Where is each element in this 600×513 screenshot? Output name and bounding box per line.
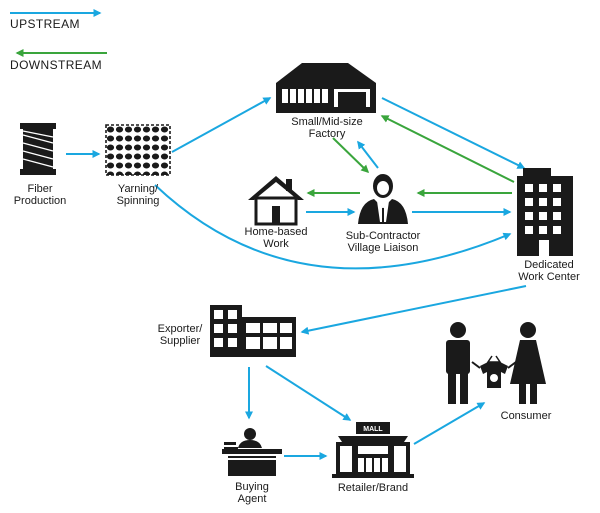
yarning-label-line1: Yarning/ bbox=[117, 183, 159, 195]
mall-sign: MALL bbox=[363, 426, 383, 433]
legend-downstream-label: DOWNSTREAM bbox=[10, 58, 102, 72]
fiber-label: Fiber Production bbox=[2, 183, 78, 207]
factory-icon bbox=[276, 63, 376, 113]
exporter-label: Exporter/ Supplier bbox=[148, 323, 212, 347]
home-label-line2: Work bbox=[263, 238, 289, 250]
retailer-label: Retailer/Brand bbox=[318, 482, 428, 494]
exporter-label-line1: Exporter/ bbox=[157, 323, 203, 335]
consumer-label: Consumer bbox=[484, 410, 568, 422]
fiber-label-line2: Production bbox=[13, 195, 67, 207]
arrow-subcontractor-to-factory bbox=[357, 140, 379, 169]
fiber-spool-icon bbox=[20, 123, 56, 175]
desk-agent-icon bbox=[222, 428, 282, 476]
arrow-yarning-to-factory bbox=[171, 97, 272, 153]
workcenter-label-line2: Work Center bbox=[518, 271, 580, 283]
subcontractor-label: Sub-Contractor Village Liaison bbox=[328, 230, 438, 254]
arrow-workcenter-to-exporter bbox=[300, 285, 527, 335]
buying-agent-label: Buying Agent bbox=[214, 481, 290, 505]
home-label-line1: Home-based bbox=[244, 226, 308, 238]
home-label: Home-based Work bbox=[230, 226, 322, 250]
office-building-icon bbox=[517, 168, 573, 256]
fabric-swatch-icon bbox=[105, 124, 171, 176]
arrow-factory-to-subcontractor bbox=[332, 137, 370, 174]
subcontractor-label-line2: Village Liaison bbox=[347, 242, 419, 254]
workcenter-label-line1: Dedicated bbox=[524, 259, 574, 271]
exporter-label-line2: Supplier bbox=[159, 335, 201, 347]
legend-upstream-label: UPSTREAM bbox=[10, 17, 80, 31]
warehouse-icon bbox=[210, 305, 296, 357]
flow-arrows bbox=[66, 97, 527, 460]
buying-agent-label-line1: Buying bbox=[235, 481, 269, 493]
subcontractor-label-line1: Sub-Contractor bbox=[345, 230, 421, 242]
yarning-label-line2: Spinning bbox=[116, 195, 160, 207]
factory-label-line2: Factory bbox=[308, 128, 346, 140]
retailer-label-line1: Retailer/Brand bbox=[337, 482, 409, 494]
mall-icon bbox=[332, 422, 414, 478]
factory-label-line1: Small/Mid-size bbox=[291, 116, 363, 128]
buying-agent-label-line2: Agent bbox=[237, 493, 267, 505]
person-icon bbox=[358, 174, 408, 224]
consumers-icon bbox=[446, 322, 546, 404]
workcenter-label: Dedicated Work Center bbox=[505, 259, 593, 283]
arrow-yarning-to-workcenter bbox=[154, 184, 512, 270]
consumer-label-line1: Consumer bbox=[500, 410, 552, 422]
arrow-retailer-to-consumer bbox=[413, 402, 486, 445]
arrow-factory-to-workcenter bbox=[381, 97, 526, 169]
arrow-workcenter-to-factory bbox=[380, 115, 515, 183]
house-icon bbox=[248, 176, 304, 226]
fiber-label-line1: Fiber bbox=[27, 183, 53, 195]
yarning-label: Yarning/ Spinning bbox=[92, 183, 184, 207]
arrow-exporter-to-retailer bbox=[265, 365, 352, 421]
factory-label: Small/Mid-size Factory bbox=[270, 116, 384, 140]
